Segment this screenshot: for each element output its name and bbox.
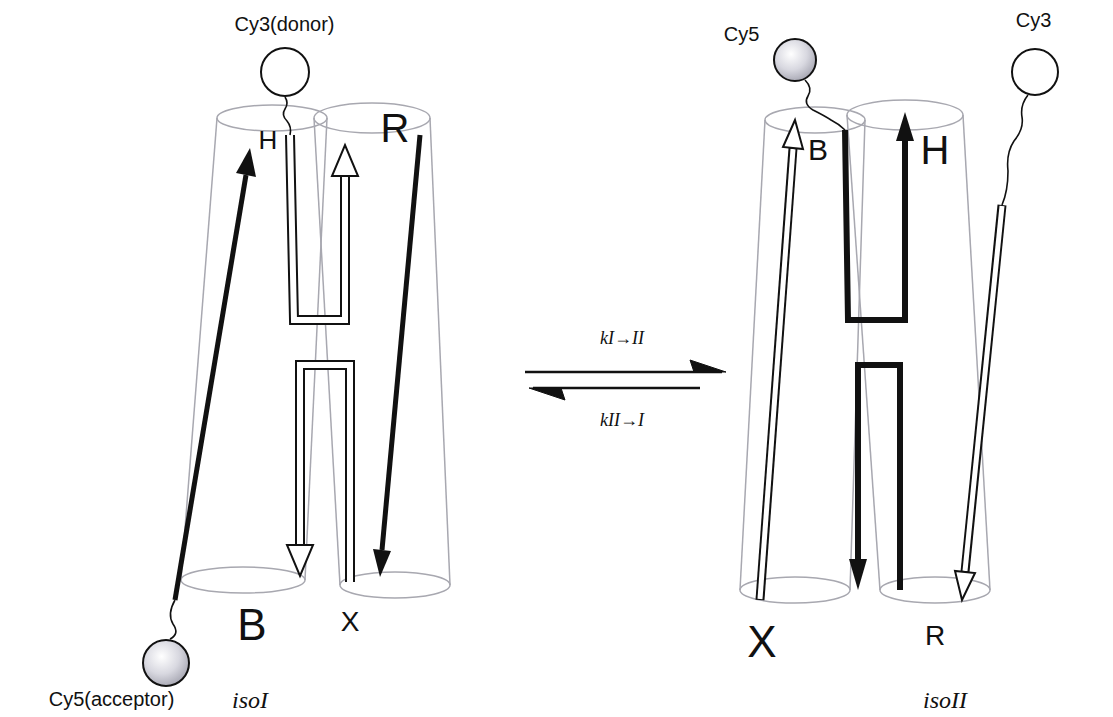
arm-letter: H bbox=[259, 127, 278, 153]
arm-letter: X bbox=[341, 608, 360, 636]
rate-constant: kII→I bbox=[600, 411, 644, 429]
dye-label: Cy3 bbox=[1016, 8, 1052, 31]
dye-circle: Cy5(acceptor) bbox=[142, 639, 190, 687]
dye-tether bbox=[805, 80, 1028, 205]
dye-label: Cy5(acceptor) bbox=[49, 687, 175, 710]
rate-constant: kI→II bbox=[600, 329, 644, 347]
dye-circle: Cy3(donor) bbox=[260, 47, 310, 97]
dye-circle: Cy5 bbox=[773, 38, 817, 82]
isomer-name: isoII bbox=[923, 688, 967, 712]
dye-circle: Cy3 bbox=[1011, 48, 1059, 96]
helix-cylinders bbox=[181, 100, 990, 603]
arm-letter: B bbox=[237, 603, 266, 647]
black-strand bbox=[845, 112, 914, 590]
open-strand bbox=[287, 135, 358, 582]
dye-label: Cy3(donor) bbox=[234, 12, 334, 35]
dye-tether bbox=[170, 97, 291, 639]
arm-letter: X bbox=[747, 620, 776, 664]
equilibrium-arrows bbox=[525, 360, 726, 400]
arm-letter: B bbox=[808, 135, 828, 165]
arm-letter: H bbox=[921, 130, 950, 170]
black-strand bbox=[175, 135, 420, 600]
arm-letter: R bbox=[381, 108, 410, 148]
isomer-name: isoI bbox=[232, 688, 268, 712]
open-strand bbox=[760, 120, 1002, 600]
arm-letter: R bbox=[925, 622, 945, 650]
dye-label: Cy5 bbox=[724, 22, 760, 45]
